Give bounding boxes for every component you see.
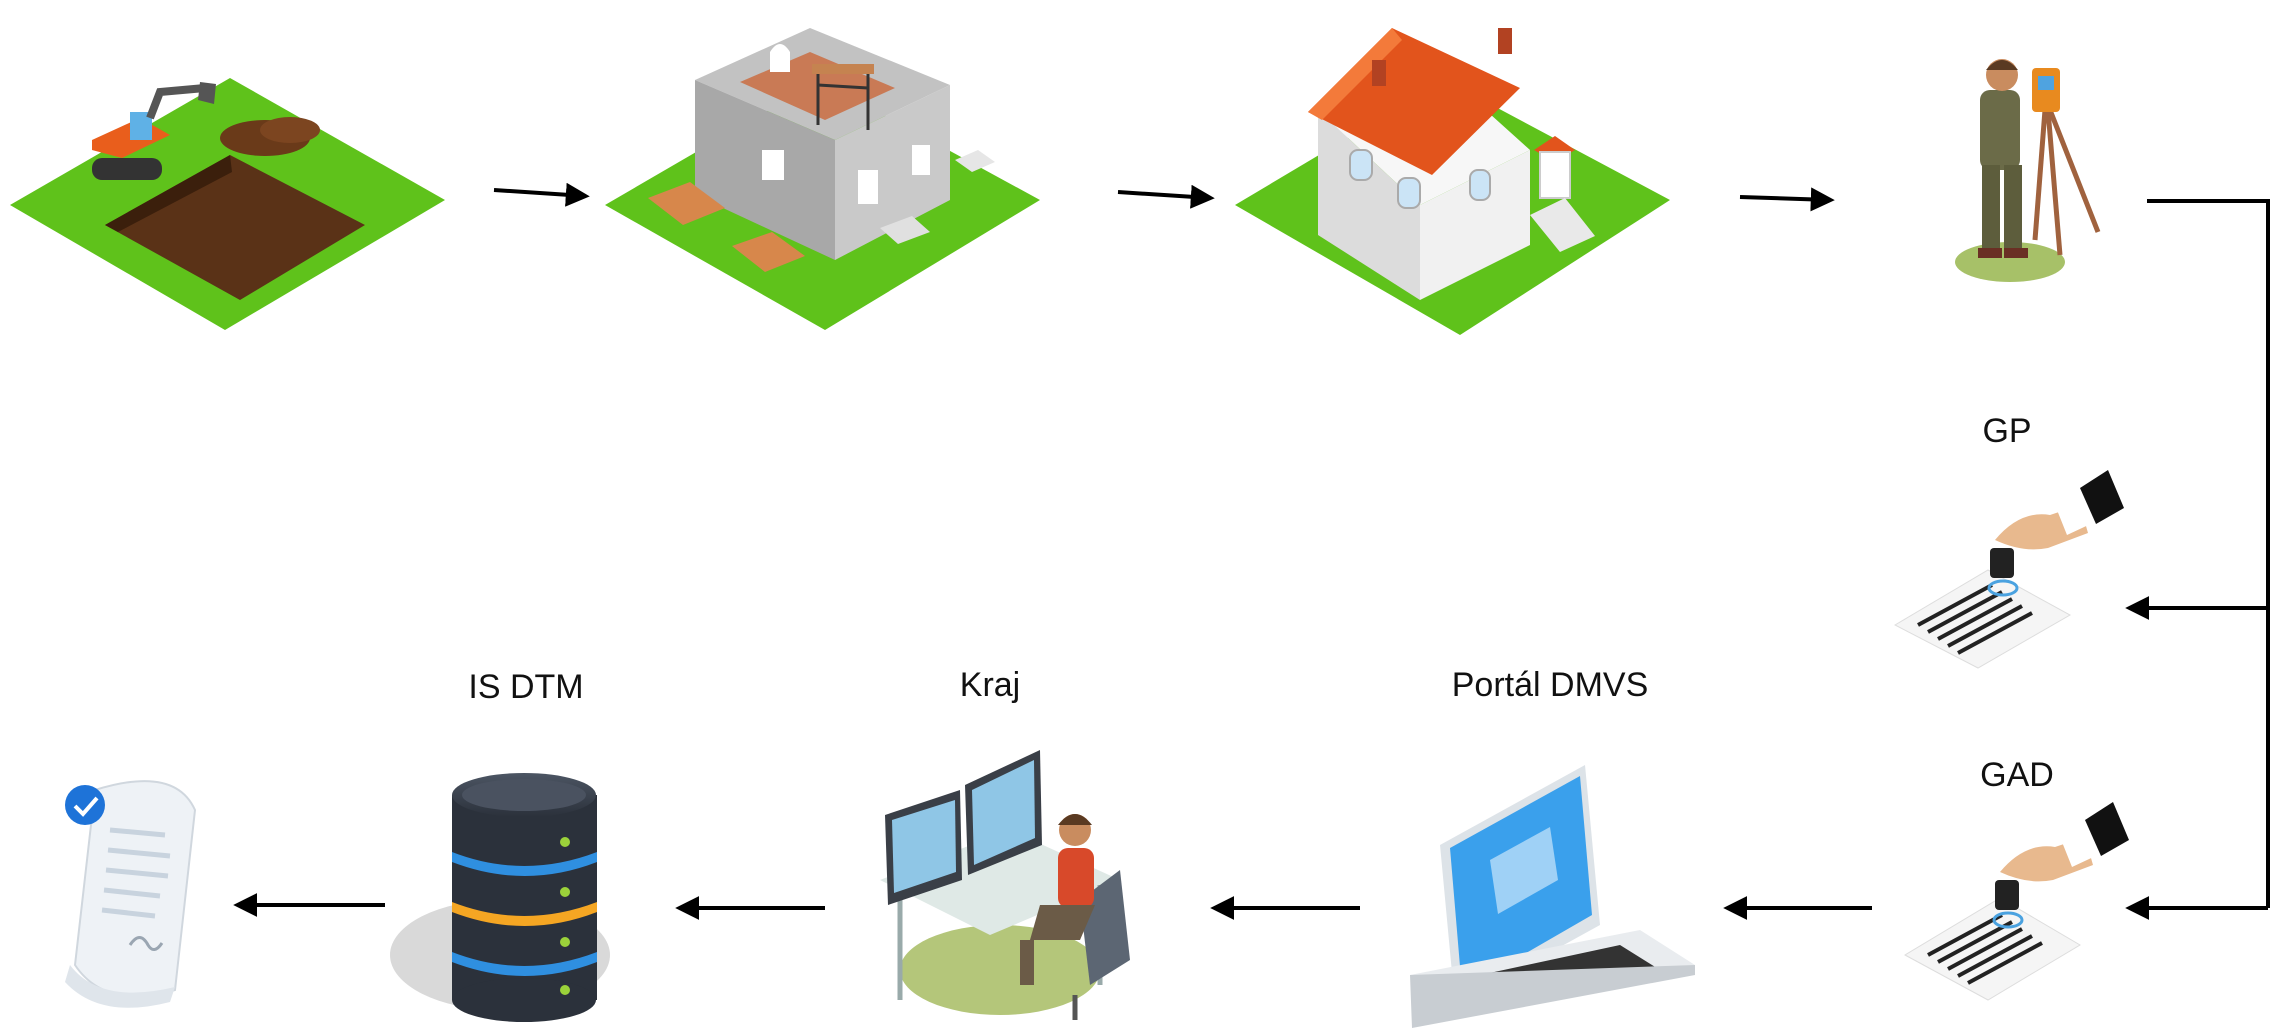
house-under-construction-icon (605, 28, 1040, 330)
certificate-scroll-icon (65, 780, 197, 1008)
arrow-construction-to-house (1117, 184, 1215, 209)
stamped-document-icon (1903, 802, 2129, 1001)
excavator-pit-icon (10, 78, 445, 330)
label-is-dtm: IS DTM (468, 668, 583, 706)
laptop-icon (1410, 765, 1695, 1028)
arrow-house-to-surveyor (1739, 187, 1835, 212)
arrow-excavation-to-construction (493, 182, 590, 207)
finished-house-icon (1235, 28, 1670, 335)
connector-surveyor-to-documents (2125, 199, 2270, 920)
surveyor-total-station-icon (1955, 59, 2101, 282)
label-gp: GP (1982, 412, 2031, 450)
label-portal-dmvs: Portál DMVS (1452, 666, 1649, 704)
operator-workstation-icon (880, 750, 1130, 1020)
label-gad: GAD (1980, 756, 2054, 794)
database-server-icon (390, 773, 610, 1022)
stamped-document-icon (1893, 470, 2124, 669)
label-kraj: Kraj (960, 666, 1020, 704)
